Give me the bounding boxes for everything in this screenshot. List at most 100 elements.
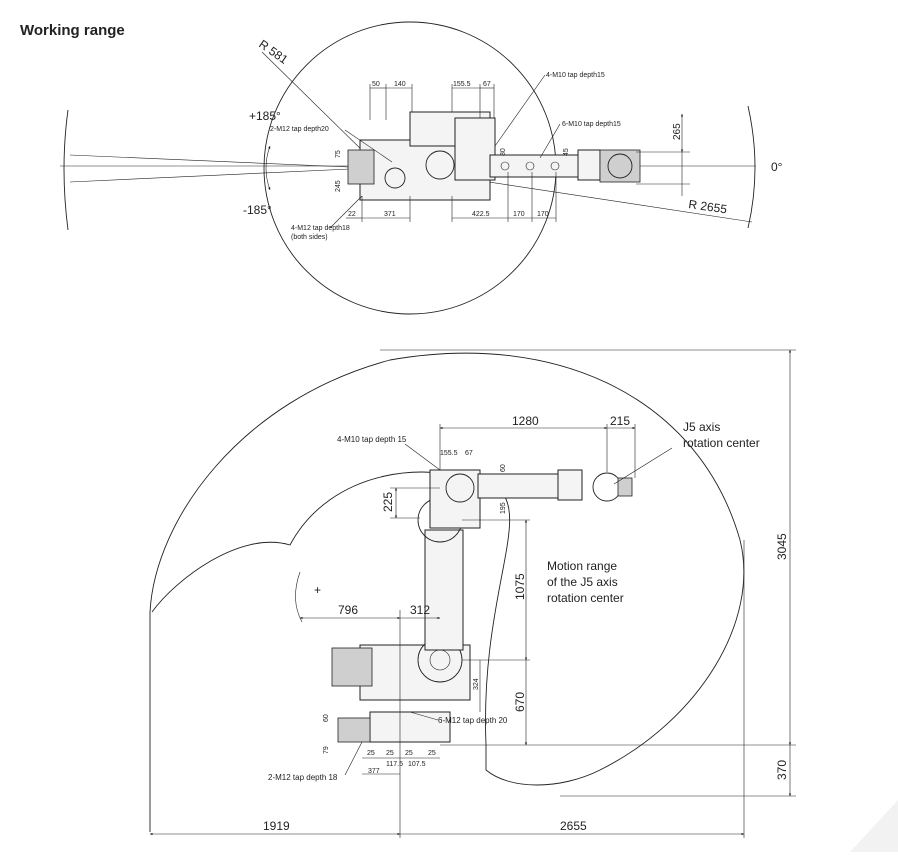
dim-label: 155.5 <box>440 450 458 457</box>
dim-label: 25 <box>428 750 436 757</box>
dim-label: 25 <box>386 750 394 757</box>
angle-line-lower <box>69 167 373 183</box>
j5-wrist <box>592 472 622 502</box>
callout: 2-M12 tap depth 18 <box>268 773 338 782</box>
dim-label: 60 <box>500 464 507 472</box>
angle-line-upper <box>69 154 373 169</box>
base-motor-side <box>337 717 371 743</box>
dim-label: 22 <box>348 211 356 218</box>
dim-label: 195 <box>500 502 507 514</box>
dim-label: 107.5 <box>408 761 426 768</box>
dim-label: 422.5 <box>472 211 490 218</box>
dim-label: 265 <box>672 123 683 140</box>
dim-label: 215 <box>610 414 630 428</box>
side-view: + 1280 215 155.5 67 6 <box>149 349 796 838</box>
turret-side <box>359 644 471 701</box>
callout: 4-M10 tap depth15 <box>546 72 605 79</box>
dim-label: 170 <box>513 211 525 218</box>
hole-top-3 <box>550 161 560 171</box>
angle-pos-label: +185° <box>249 109 281 123</box>
forearm-top <box>489 154 581 178</box>
dim-label: 170 <box>537 211 549 218</box>
callout: 2-M12 tap depth20 <box>270 126 329 133</box>
upper-housing <box>429 469 481 529</box>
dim-label: 312 <box>410 603 430 617</box>
dim-label: 1075 <box>513 573 527 600</box>
left-arc <box>63 109 69 231</box>
leader-line <box>344 741 363 776</box>
dim-label: 1919 <box>263 819 290 833</box>
dim-label: 155.5 <box>453 81 471 88</box>
leader-line <box>404 443 441 471</box>
dim-label: 25 <box>405 750 413 757</box>
dim-label: 80 <box>500 148 507 156</box>
top-view: 50 140 155.5 67 265 75 80 45 245 <box>60 21 783 315</box>
callout: 6-M12 tap depth 20 <box>438 716 508 725</box>
dim-label: 25 <box>367 750 375 757</box>
motion-range-label: of the J5 axis <box>547 575 618 589</box>
dim-label: 3045 <box>775 533 789 560</box>
joint-top <box>425 150 455 180</box>
j3-top <box>454 117 496 181</box>
dim-label: 45 <box>563 148 570 156</box>
center-cross: + <box>314 583 321 597</box>
dim-label: 324 <box>473 678 480 690</box>
dim-label: 140 <box>394 81 406 88</box>
right-arc <box>747 105 756 229</box>
radius-outer-label: R 2655 <box>688 197 729 216</box>
radius-inner-line <box>261 51 373 161</box>
callout: 6-M10 tap depth15 <box>562 121 621 128</box>
motion-envelope-inner <box>151 471 511 746</box>
callout: (both sides) <box>291 234 328 241</box>
motion-range-label: rotation center <box>547 591 624 605</box>
callout: J5 axis <box>683 420 720 434</box>
motion-range-label: Motion range <box>547 559 617 573</box>
wrist-top <box>599 149 641 183</box>
lower-arm <box>424 529 464 651</box>
j4-joint <box>445 473 475 503</box>
dim-label: 60 <box>323 714 330 722</box>
wrist-collar-top <box>577 149 601 181</box>
angle-arc <box>265 145 271 191</box>
hole-top-2 <box>525 161 535 171</box>
leader-line <box>409 711 439 721</box>
dim-label: 245 <box>335 180 342 192</box>
dim-label: 79 <box>323 746 330 754</box>
dim-label: 225 <box>381 492 395 512</box>
motor-side <box>331 647 373 687</box>
flange-top <box>607 153 633 179</box>
callout: rotation center <box>683 436 760 450</box>
page-title: Working range <box>20 22 125 39</box>
dim-label: 67 <box>465 450 473 457</box>
angle-zero-label: 0° <box>771 160 783 174</box>
leader-line <box>329 195 363 229</box>
dim-label: 67 <box>483 81 491 88</box>
callout: 4-M12 tap depth18 <box>291 225 350 232</box>
corner-fold <box>850 800 898 852</box>
leader-line <box>344 129 393 163</box>
callout: 4-M10 tap depth 15 <box>337 435 407 444</box>
dim-label: 117.5 <box>386 761 403 768</box>
dim-label: 796 <box>338 603 358 617</box>
dim-label: 377 <box>368 768 380 775</box>
joint-top-2 <box>384 167 406 189</box>
motor-top <box>347 149 375 185</box>
dim-label: 670 <box>513 692 527 712</box>
leader-line <box>539 123 561 159</box>
dim-label: 50 <box>372 81 380 88</box>
dim-label: 2655 <box>560 819 587 833</box>
small-arc <box>295 571 303 623</box>
leader-line <box>494 74 546 147</box>
dim-label: 75 <box>335 150 342 158</box>
dim-label: 370 <box>775 760 789 780</box>
flange-side <box>617 477 633 497</box>
motion-envelope-outer <box>149 352 745 832</box>
hole-top-1 <box>500 161 510 171</box>
wrist-collar-side <box>557 469 583 501</box>
leader-line <box>613 447 673 485</box>
dim-label: 371 <box>384 211 396 218</box>
forearm-side <box>477 473 559 499</box>
radius-inner-label: R 581 <box>256 37 291 67</box>
